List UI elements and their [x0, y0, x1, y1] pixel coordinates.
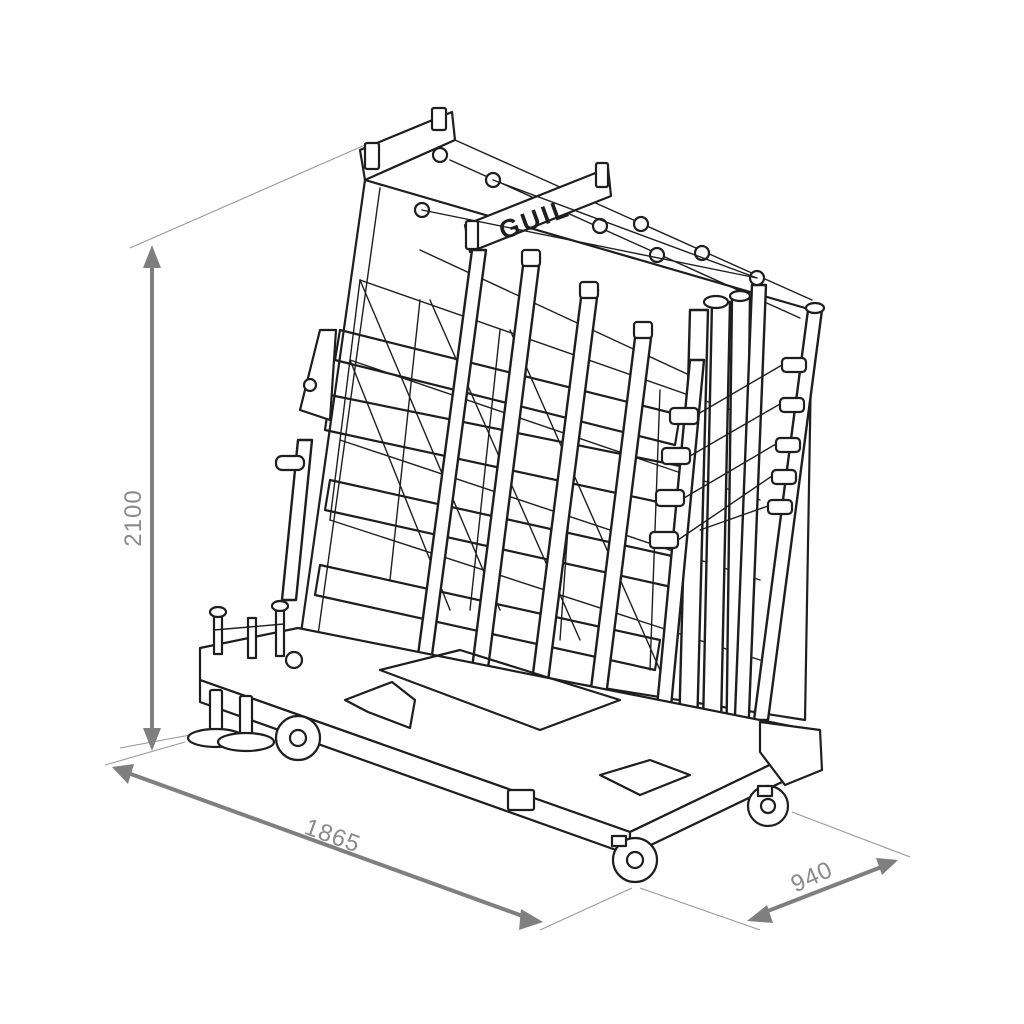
trolley-drawing: GUIL — [186, 106, 826, 884]
dimension-length: 1865 — [104, 741, 633, 931]
depth-label: 940 — [787, 856, 837, 898]
tube-clamps — [648, 356, 808, 550]
base-platform — [198, 626, 824, 857]
stabiliser-feet — [186, 599, 304, 753]
crank-handle — [274, 328, 338, 602]
length-label: 1865 — [301, 813, 364, 858]
dimension-height: 2100 — [119, 144, 366, 751]
castor-wheels — [274, 714, 790, 884]
top-caps — [413, 146, 766, 287]
height-label: 2100 — [120, 489, 147, 546]
